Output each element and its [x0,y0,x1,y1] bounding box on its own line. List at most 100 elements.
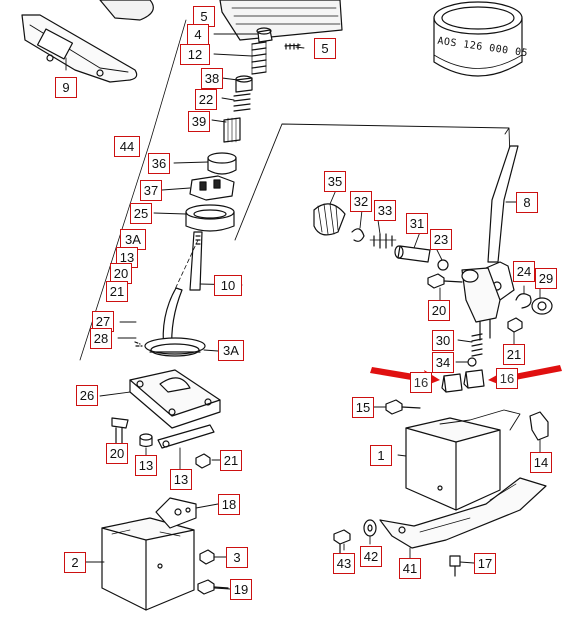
base-plate-part-26 [129,369,221,429]
callout-1: 1 [370,445,392,466]
shaft-part-31 [394,245,431,263]
callout-28: 28 [90,328,112,349]
callout-8: 8 [516,192,538,213]
spring-band-partial [219,0,343,41]
callout-32: 32 [350,191,372,212]
clip-part-32 [351,228,365,242]
bracket-part-9 [21,14,138,83]
rod-part-10 [189,231,203,291]
callout-4: 4 [187,24,209,45]
clip-part-14 [529,411,549,441]
callout-13-lower: 13 [135,455,157,476]
bolt-part-19 [197,579,229,595]
callout-13-upper: 13 [116,247,138,268]
spring-part-33 [369,233,397,249]
callout-22: 22 [195,89,217,110]
selector-housing [461,267,501,341]
carrier-part-37 [189,175,235,201]
callout-13-link: 13 [170,469,192,490]
red-arrow-left [370,367,440,388]
callout-30: 30 [432,330,454,351]
callout-14: 14 [530,452,552,473]
guide-part-18 [155,497,197,529]
callout-17: 17 [474,553,496,574]
callout-27: 27 [92,311,114,332]
callout-3A: 3A [120,229,146,250]
callout-39: 39 [188,111,210,132]
box-part-1 [405,409,521,511]
ring-part-36 [207,152,237,175]
red-arrow-right [488,365,562,388]
bolt-part-20-right [427,273,463,289]
callout-3A-lever: 3A [218,340,244,361]
ball-part-34 [467,357,477,367]
nut-part-21-left [195,453,211,469]
shift-lever-left [134,287,206,357]
callout-12: 12 [180,44,210,65]
spring-part-12 [251,41,267,75]
spring-part-22 [233,93,251,112]
callout-44: 44 [114,136,140,157]
dashed-leader-left [169,239,199,301]
bushing-part-13-left [139,433,153,448]
callout-24: 24 [513,261,535,282]
ball-part-23 [437,259,449,271]
callout-21-upper: 21 [106,281,128,302]
cap-part-4 [256,27,273,43]
callout-20-upper: 20 [110,263,132,284]
link-part-13 [157,424,215,449]
callout-41: 41 [399,558,421,579]
nut-part-21-right [507,317,523,333]
boot-cover-partial [99,0,154,21]
callout-3: 3 [226,547,248,568]
callout-16-right: 16 [496,368,518,389]
callout-42: 42 [360,546,382,567]
bracket-part-41 [379,477,547,549]
callout-9: 9 [55,77,77,98]
leader-44 [79,19,187,361]
callout-25: 25 [130,203,152,224]
callout-34: 34 [432,352,454,373]
housing-part-25 [185,204,235,232]
knurled-part-35 [313,203,346,236]
callout-20-right: 20 [428,300,450,321]
circlip-part-24 [515,293,532,309]
pin-part-39 [223,117,241,143]
gate-box-part-2 [101,517,195,611]
callout-26: 26 [76,385,98,406]
callout-15: 15 [352,397,374,418]
leader-lines [65,33,541,590]
callout-20-lower: 20 [106,443,128,464]
callout-31: 31 [406,213,428,234]
callout-2: 2 [64,552,86,573]
callout-35: 35 [324,171,346,192]
callout-23: 23 [430,229,452,250]
filter-can [433,1,523,77]
callout-21-lower: 21 [220,450,242,471]
callout-16-left: 16 [410,372,432,393]
pad-part-16-left [441,373,463,393]
callout-36: 36 [148,153,170,174]
screw-part-17 [449,555,461,577]
spring-part-30 [471,333,483,357]
callout-19: 19 [230,579,252,600]
callout-21-right: 21 [503,344,525,365]
callout-43: 43 [333,553,355,574]
callout-37: 37 [140,180,162,201]
callout-38: 38 [201,68,223,89]
nut-part-3 [199,549,215,565]
callout-5-screw: 5 [314,38,336,59]
callout-5-top: 5 [193,6,215,27]
callout-10: 10 [214,275,242,296]
washer-part-42 [363,519,377,537]
bolt-part-15 [385,399,421,415]
callout-29: 29 [535,268,557,289]
dashed-frame [234,123,511,241]
bushing-part-29 [531,297,553,315]
pad-part-16-right [463,369,485,389]
sleeve-part-38 [235,75,253,93]
callout-33: 33 [374,200,396,221]
screw-part-5 [284,43,301,50]
